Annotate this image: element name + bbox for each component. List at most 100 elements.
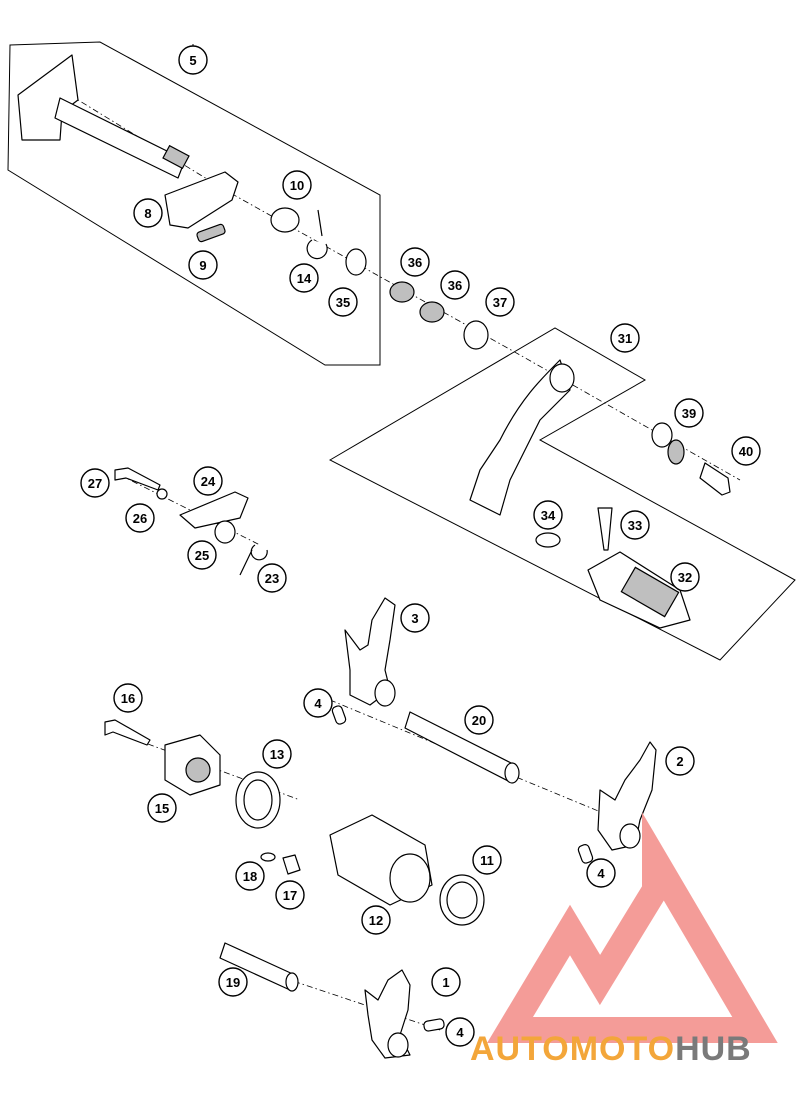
callout-label: 23: [265, 571, 279, 586]
callout-label: 26: [133, 511, 147, 526]
callout-label: 17: [283, 888, 297, 903]
callout-label: 37: [493, 295, 507, 310]
callout-label: 36: [448, 278, 462, 293]
callout-label: 14: [297, 271, 312, 286]
shift-fork-3-part: [344, 597, 396, 706]
callout-33: 33: [620, 510, 650, 540]
callout-4: 4: [586, 858, 616, 888]
callout-label: 2: [676, 754, 683, 769]
logo-triangle-icon: [487, 812, 778, 1043]
callout-31: 31: [610, 323, 640, 353]
callout-8: 8: [133, 198, 163, 228]
callout-36: 36: [400, 247, 430, 277]
watermark-text-part-2: HUB: [675, 1030, 752, 1068]
washer-tiny-part: [260, 852, 276, 862]
callout-17: 17: [275, 880, 305, 910]
callout-label: 35: [336, 295, 350, 310]
watermark-text-part-1: AUTOMOTO: [470, 1030, 676, 1068]
callout-15: 15: [147, 793, 177, 823]
callout-label: 32: [678, 570, 692, 585]
callout-label: 4: [597, 866, 605, 881]
callout-label: 11: [480, 853, 494, 868]
callout-label: 24: [201, 474, 216, 489]
guide-pin-part: [331, 705, 347, 725]
callout-4: 4: [303, 688, 333, 718]
callout-10: 10: [282, 170, 312, 200]
bolt-long-part: [104, 719, 151, 746]
spring-part: [196, 223, 226, 243]
shift-shaft-part: [17, 54, 190, 179]
callout-label: 4: [456, 1025, 464, 1040]
callout-label: 5: [189, 53, 196, 68]
callout-label: 20: [472, 713, 486, 728]
callout-label: 10: [290, 178, 304, 193]
torsion-spring-part: [306, 209, 328, 260]
callout-label: 15: [155, 801, 169, 816]
callout-2: 2: [665, 746, 695, 776]
needle-bearing-part: [389, 281, 415, 303]
callout-label: 19: [226, 975, 240, 990]
callout-5: 5: [178, 45, 208, 75]
lever-bolt-part: [699, 462, 731, 496]
callout-25: 25: [187, 540, 217, 570]
callout-9: 9: [188, 250, 218, 280]
callout-16: 16: [113, 683, 143, 713]
callout-label: 33: [628, 518, 642, 533]
callout-label: 12: [369, 913, 383, 928]
callout-13: 13: [262, 739, 292, 769]
callout-20: 20: [464, 705, 494, 735]
group-frame-31: [328, 327, 796, 661]
shift-fork-2-part: [597, 741, 657, 851]
gear-washer-part: [667, 439, 685, 465]
callout-3: 3: [400, 603, 430, 633]
callout-40: 40: [731, 436, 761, 466]
callout-label: 39: [682, 406, 696, 421]
callout-14: 14: [289, 263, 319, 293]
watermark-text: AUTOMOTOHUB: [470, 1030, 752, 1069]
callout-label: 40: [739, 444, 753, 459]
callout-1: 1: [431, 967, 461, 997]
detent-lever-part: [179, 491, 249, 529]
needle-bearing-part: [419, 301, 445, 323]
callout-label: 1: [442, 975, 449, 990]
callout-label: 8: [144, 206, 151, 221]
bolt-part: [114, 467, 161, 491]
callout-label: 27: [88, 476, 102, 491]
callout-36: 36: [440, 270, 470, 300]
callout-34: 34: [533, 500, 563, 530]
callout-27: 27: [80, 468, 110, 498]
spring-clip-part: [535, 532, 561, 548]
roller-part: [214, 520, 236, 544]
pivot-pin-part: [597, 507, 613, 551]
callout-18: 18: [235, 861, 265, 891]
axis-line-rail: [329, 699, 621, 821]
screw-part: [282, 854, 301, 875]
washer-part: [345, 248, 367, 276]
washer-small-part: [156, 488, 168, 500]
group-frame-5: [7, 41, 381, 366]
fork-rail-part: [404, 711, 516, 783]
callout-37: 37: [485, 287, 515, 317]
watermark-logo: [487, 812, 778, 1043]
callout-label: 9: [199, 258, 206, 273]
callout-12: 12: [361, 905, 391, 935]
shift-plate-part: [164, 171, 239, 229]
callout-label: 25: [195, 548, 209, 563]
callout-23: 23: [257, 563, 287, 593]
callout-label: 18: [243, 869, 257, 884]
guide-pin-part: [577, 844, 594, 864]
callout-19: 19: [218, 967, 248, 997]
callout-label: 36: [408, 255, 422, 270]
shift-lever-part: [469, 359, 571, 516]
callout-label: 4: [314, 696, 322, 711]
guide-pin-part: [423, 1018, 445, 1032]
callout-11: 11: [472, 845, 502, 875]
seal-ring-part: [463, 320, 489, 350]
callout-26: 26: [125, 503, 155, 533]
callout-label: 13: [270, 747, 284, 762]
detent-spring-part: [239, 544, 268, 576]
callout-32: 32: [670, 562, 700, 592]
bracket-part: [270, 207, 300, 233]
leader-lines: [192, 44, 627, 875]
callout-4: 4: [445, 1017, 475, 1047]
